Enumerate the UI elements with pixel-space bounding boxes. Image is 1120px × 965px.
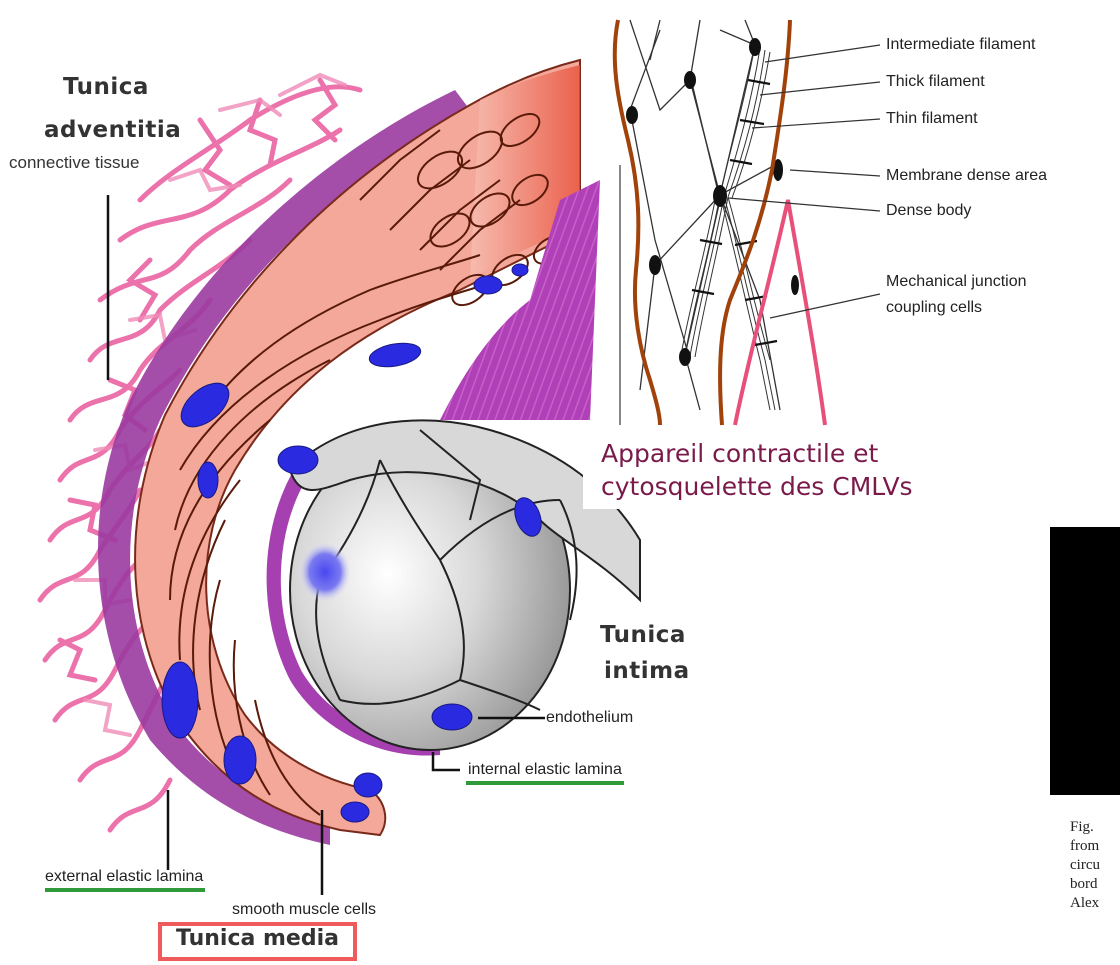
figure-fragment-line4: bord	[1070, 875, 1098, 894]
internal-elastic-lamina-label: internal elastic lamina	[466, 761, 624, 785]
intima-title-line2: intima	[604, 658, 690, 684]
label-intermediate-filament: Intermediate filament	[886, 36, 1035, 54]
figure-fragment-line3: circu	[1070, 856, 1100, 875]
adventitia-title-line1: Tunica	[63, 74, 149, 100]
endothelium-label: endothelium	[546, 709, 633, 727]
contractile-apparatus-caption: Appareil contractile et cytosquelette de…	[583, 435, 1001, 509]
label-mechanical-junction: Mechanical junction	[886, 273, 1027, 291]
lumen-nucleus	[299, 542, 351, 602]
label-thin-filament: Thin filament	[886, 110, 978, 128]
figure-fragment-image	[1050, 527, 1120, 795]
label-dense-body: Dense body	[886, 202, 971, 220]
contractile-apparatus-diagram	[615, 20, 880, 425]
figure-fragment-line2: from	[1070, 837, 1099, 856]
adventitia-subtitle: connective tissue	[9, 153, 139, 173]
label-coupling-cells: coupling cells	[886, 299, 982, 317]
adventitia-title-line2: adventitia	[44, 117, 181, 143]
figure-fragment-line1: Fig.	[1070, 818, 1094, 837]
smooth-muscle-cells-label: smooth muscle cells	[232, 901, 376, 919]
tunica-media-title: Tunica media	[158, 922, 357, 961]
intima-title-line1: Tunica	[600, 622, 686, 648]
label-membrane-dense-area: Membrane dense area	[886, 167, 1047, 185]
figure-fragment-line5: Alex	[1070, 894, 1099, 913]
external-elastic-lamina-label: external elastic lamina	[45, 868, 205, 892]
label-thick-filament: Thick filament	[886, 73, 985, 91]
cell-membrane-left	[615, 20, 660, 425]
